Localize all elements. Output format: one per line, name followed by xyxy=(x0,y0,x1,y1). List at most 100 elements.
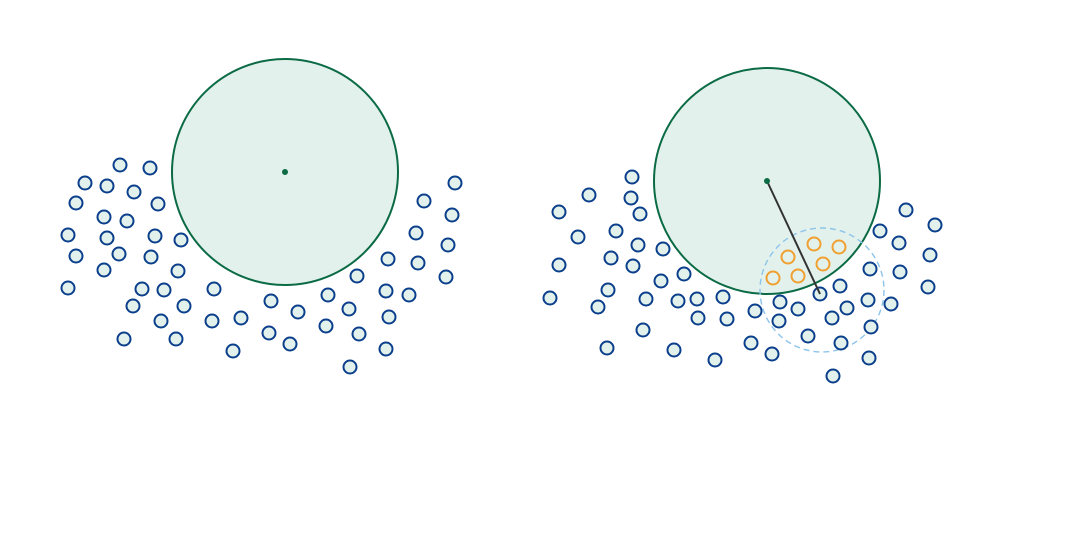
data-point xyxy=(206,281,222,297)
data-point xyxy=(551,257,567,273)
highlighted-point xyxy=(831,239,847,255)
data-point xyxy=(690,310,706,326)
neighborhood-circle xyxy=(759,227,885,353)
circle-center-dot xyxy=(764,178,770,184)
data-point xyxy=(99,178,115,194)
data-point xyxy=(341,301,357,317)
data-point xyxy=(666,342,682,358)
data-point xyxy=(126,184,142,200)
data-point xyxy=(170,263,186,279)
data-point xyxy=(147,228,163,244)
data-point xyxy=(349,268,365,284)
data-point xyxy=(143,249,159,265)
data-point xyxy=(927,217,943,233)
data-point xyxy=(342,359,358,375)
data-point xyxy=(96,262,112,278)
data-point xyxy=(719,311,735,327)
data-point xyxy=(77,175,93,191)
data-point xyxy=(638,291,654,307)
data-point xyxy=(600,282,616,298)
data-point xyxy=(590,299,606,315)
data-point xyxy=(570,229,586,245)
data-point xyxy=(410,255,426,271)
highlighted-point xyxy=(765,270,781,286)
data-point xyxy=(743,335,759,351)
data-point xyxy=(378,283,394,299)
data-point xyxy=(116,331,132,347)
data-point xyxy=(542,290,558,306)
circle-center-dot xyxy=(282,169,288,175)
data-point xyxy=(156,282,172,298)
data-point xyxy=(119,213,135,229)
data-point xyxy=(381,309,397,325)
data-point xyxy=(112,157,128,173)
data-point xyxy=(715,289,731,305)
data-point xyxy=(862,261,878,277)
data-point xyxy=(764,346,780,362)
data-point xyxy=(632,206,648,222)
data-point xyxy=(860,292,876,308)
data-point xyxy=(320,287,336,303)
data-point xyxy=(401,287,417,303)
data-point xyxy=(380,251,396,267)
data-point xyxy=(825,368,841,384)
data-point xyxy=(168,331,184,347)
data-point xyxy=(630,237,646,253)
data-point xyxy=(832,278,848,294)
data-point xyxy=(891,235,907,251)
data-point xyxy=(790,301,806,317)
data-point xyxy=(134,281,150,297)
highlighted-point xyxy=(806,236,822,252)
data-point xyxy=(920,279,936,295)
data-point xyxy=(747,303,763,319)
data-point xyxy=(624,169,640,185)
data-point xyxy=(447,175,463,191)
data-point xyxy=(655,241,671,257)
data-point xyxy=(125,298,141,314)
data-point xyxy=(800,328,816,344)
data-point xyxy=(676,266,692,282)
data-point xyxy=(883,296,899,312)
data-point xyxy=(623,190,639,206)
data-point xyxy=(416,193,432,209)
data-point xyxy=(922,247,938,263)
data-point xyxy=(670,293,686,309)
data-point xyxy=(282,336,298,352)
data-point xyxy=(225,343,241,359)
data-point xyxy=(892,264,908,280)
data-point xyxy=(204,313,220,329)
data-point xyxy=(833,335,849,351)
data-point xyxy=(290,304,306,320)
data-point xyxy=(318,318,334,334)
radius-line xyxy=(766,180,821,295)
data-point xyxy=(68,248,84,264)
left-panel xyxy=(60,58,463,375)
data-point xyxy=(173,232,189,248)
data-point xyxy=(608,223,624,239)
highlighted-point xyxy=(780,249,796,265)
data-point xyxy=(707,352,723,368)
data-point xyxy=(440,237,456,253)
data-point xyxy=(898,202,914,218)
data-point xyxy=(689,291,705,307)
data-point xyxy=(153,313,169,329)
data-point xyxy=(176,298,192,314)
highlighted-point xyxy=(790,268,806,284)
data-point xyxy=(60,227,76,243)
data-point xyxy=(68,195,84,211)
data-point xyxy=(635,322,651,338)
data-point xyxy=(263,293,279,309)
data-point xyxy=(96,209,112,225)
data-point xyxy=(60,280,76,296)
data-point xyxy=(351,326,367,342)
data-point xyxy=(233,310,249,326)
data-point xyxy=(653,273,669,289)
highlighted-point xyxy=(815,256,831,272)
data-point xyxy=(261,325,277,341)
data-point xyxy=(150,196,166,212)
data-point xyxy=(772,294,788,310)
data-point xyxy=(378,341,394,357)
data-point xyxy=(625,258,641,274)
